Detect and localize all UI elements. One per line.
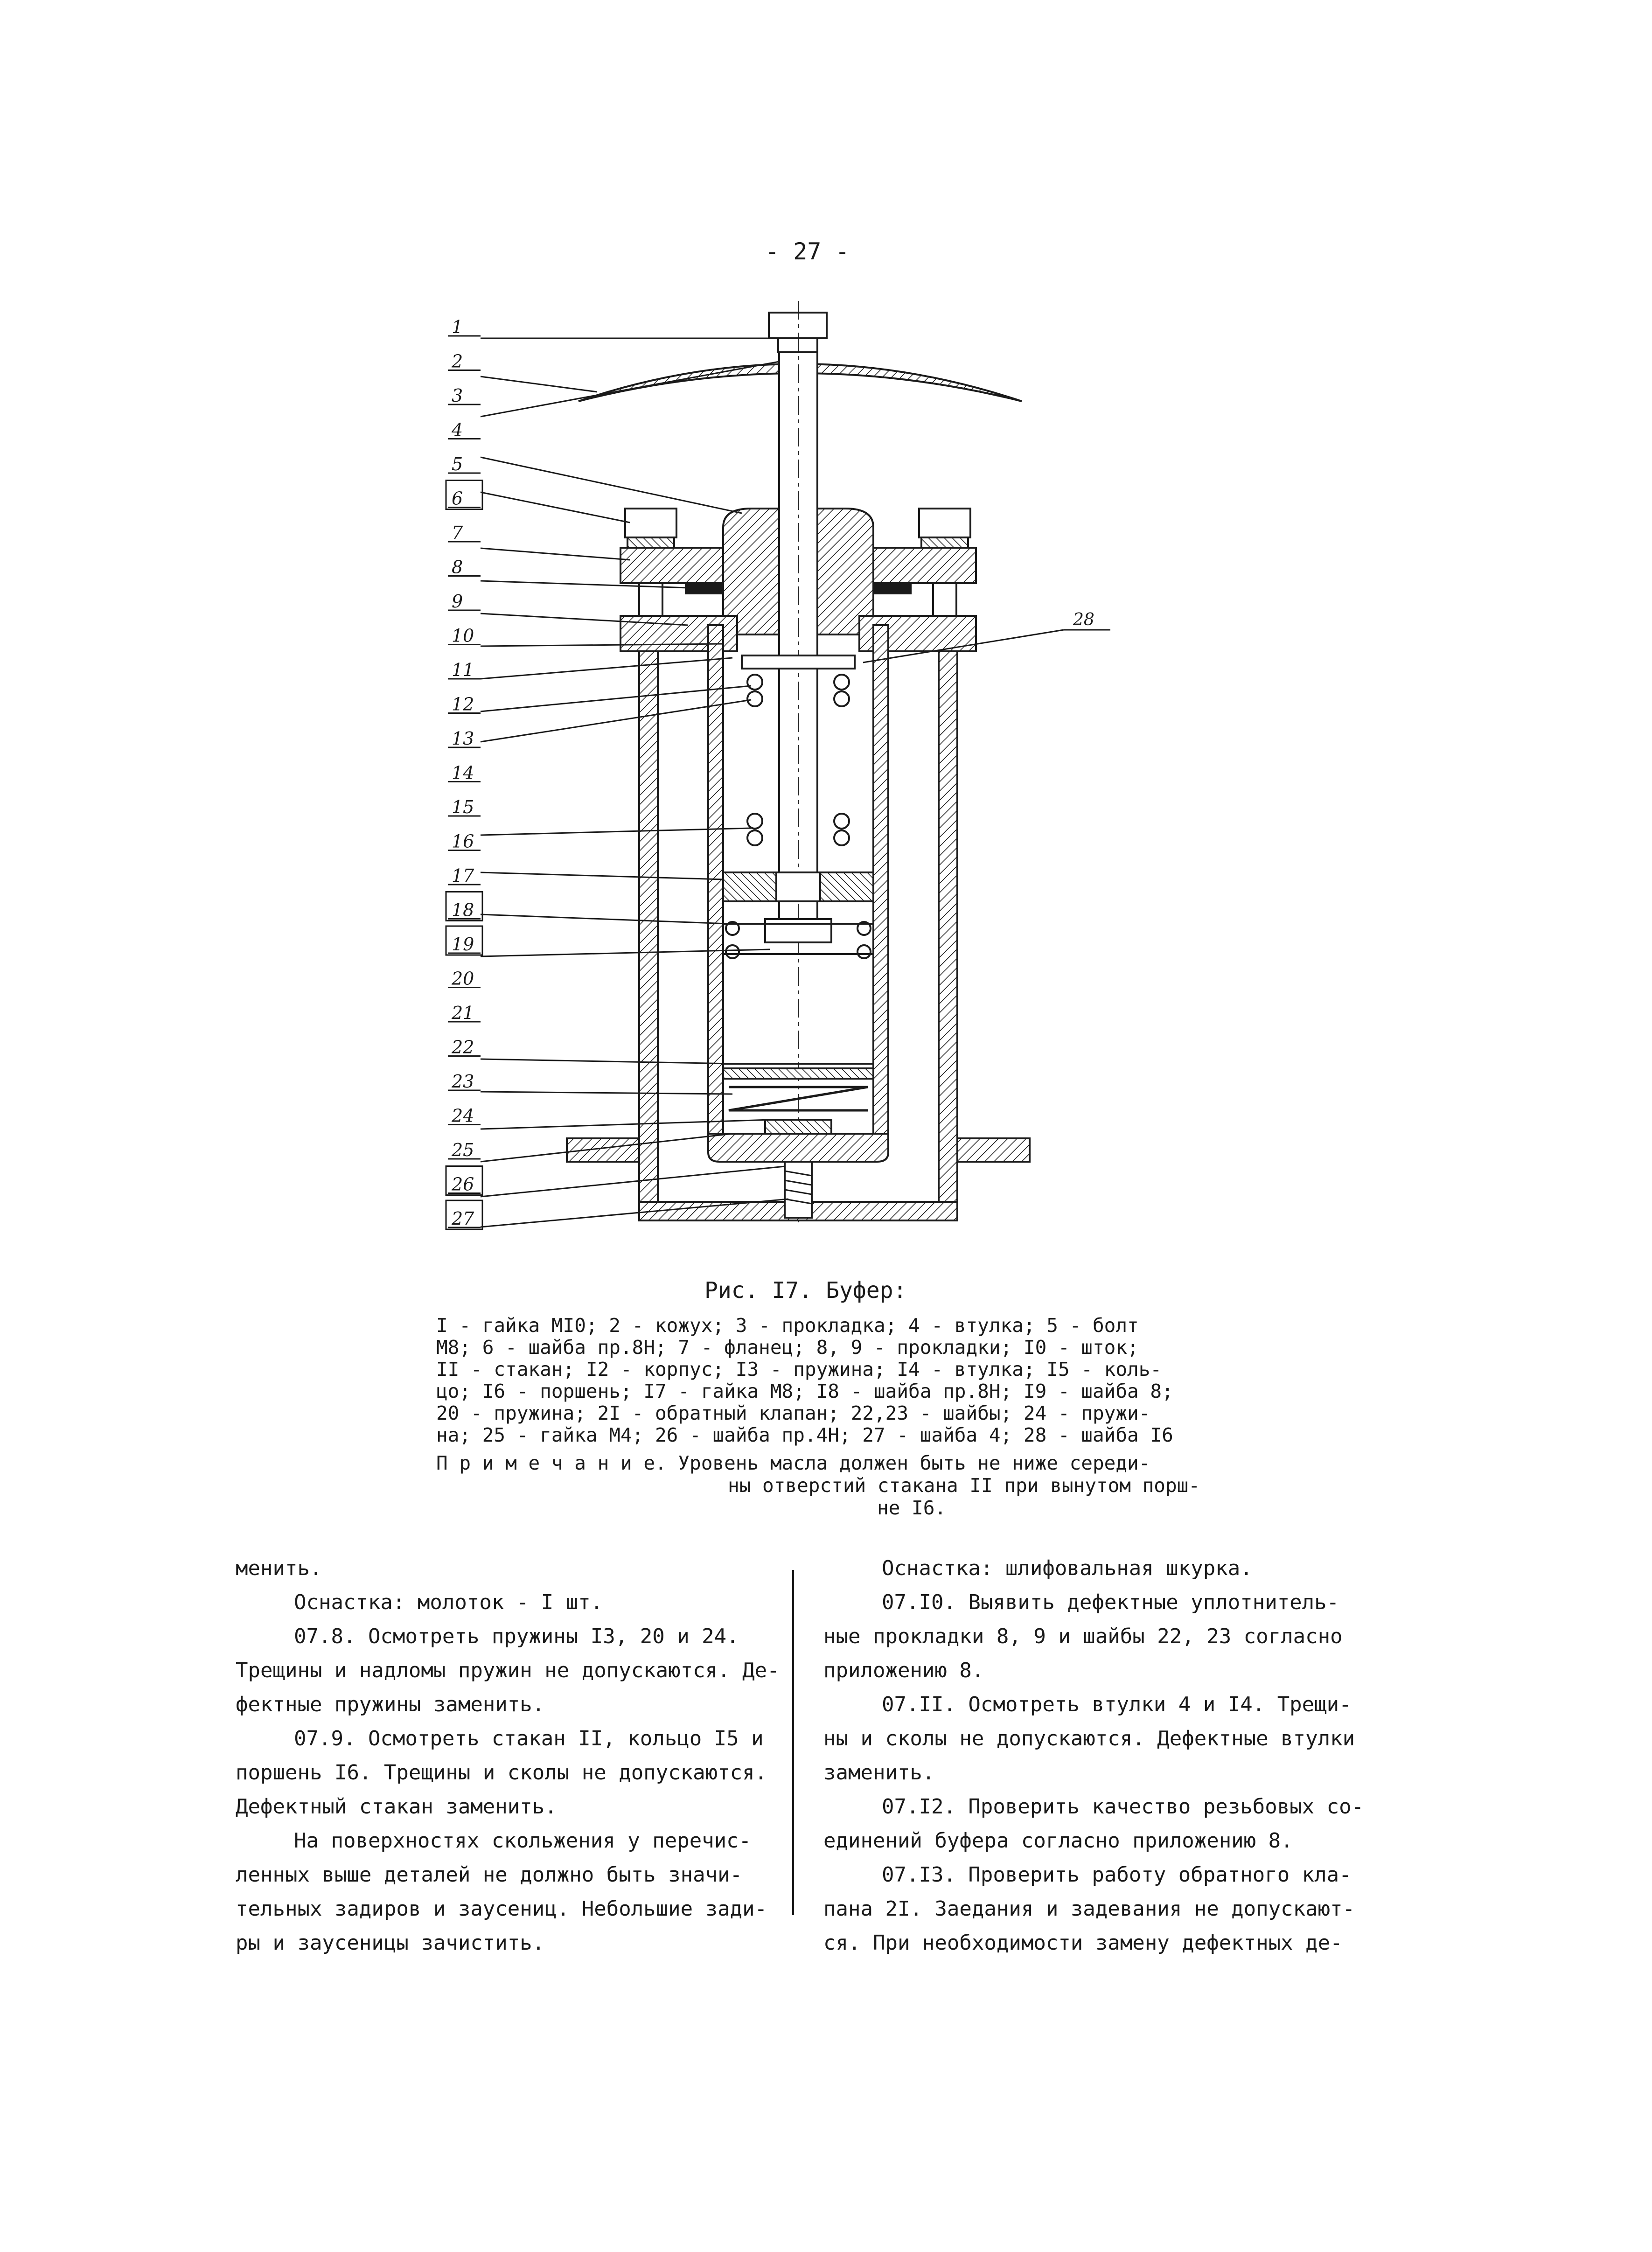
- part-label-28: 28: [1073, 610, 1094, 629]
- paragraph-line: 07.8. Осмотреть пружины I3, 20 и 24.: [294, 1625, 739, 1648]
- paragraph-line: пана 2I. Заедания и задевания не допуска…: [823, 1897, 1355, 1921]
- paragraph-line: 07.I2. Проверить качество резьбовых со-: [882, 1795, 1364, 1819]
- label-box: [445, 925, 483, 956]
- part-label: 18: [452, 900, 474, 920]
- figure-legend: I - гайка MI0; 2 - кожух; 3 - прокладка;…: [436, 1315, 1229, 1446]
- figure-caption-title: Рис. I7. Буфер:: [704, 1277, 907, 1304]
- paragraph-line: ры и заусеницы зачистить.: [236, 1931, 545, 1955]
- part-label: 9: [452, 591, 463, 612]
- note-line: ны отверстий стакана II при вынутом порш…: [728, 1474, 1200, 1497]
- right-text-column: Оснастка: шлифовальная шкурка. 07.I0. Вы…: [823, 1551, 1364, 1960]
- paragraph-line: 07.II. Осмотреть втулки 4 и I4. Трещи-: [882, 1693, 1352, 1716]
- note-line: П р и м е ч а н и е. Уровень масла долже…: [436, 1452, 1150, 1474]
- legend-line: I - гайка MI0; 2 - кожух; 3 - прокладка;…: [436, 1314, 1139, 1337]
- paragraph-line: ные прокладки 8, 9 и шайбы 22, 23 соглас…: [823, 1625, 1343, 1648]
- part-label: 17: [452, 865, 474, 886]
- part-label: 3: [452, 385, 463, 406]
- part-label: 13: [452, 728, 474, 749]
- label-box: [445, 1199, 483, 1230]
- part-label: 5: [452, 454, 463, 474]
- part-label: 23: [451, 1071, 474, 1092]
- part-label: 8: [452, 557, 463, 578]
- part-label: 6: [452, 488, 463, 509]
- paragraph-line: Дефектный стакан заменить.: [236, 1795, 557, 1819]
- paragraph-line: приложению 8.: [823, 1659, 984, 1682]
- part-label: 1: [452, 317, 463, 337]
- label-box: [445, 480, 483, 510]
- label-box: [445, 1165, 483, 1196]
- part-label: 7: [452, 523, 463, 543]
- part-label: 2: [451, 351, 463, 372]
- paragraph-line: поршень I6. Трещины и сколы не допускают…: [236, 1761, 767, 1785]
- paragraph-line: Трещины и надломы пружин не допускаются.…: [236, 1659, 780, 1682]
- part-label: 19: [452, 934, 474, 955]
- legend-line: II - стакан; I2 - корпус; I3 - пружина; …: [436, 1358, 1162, 1380]
- part-label-column: 1234567891011121314151617181920212223242…: [445, 317, 483, 1230]
- paragraph-line: ся. При необходимости замену дефектных д…: [823, 1931, 1343, 1955]
- part-label: 26: [451, 1174, 474, 1195]
- column-divider: [792, 1570, 794, 1915]
- paragraph-line: тельных задиров и заусениц. Небольшие за…: [236, 1897, 767, 1921]
- part-label: 14: [452, 763, 474, 783]
- label-box: [445, 891, 483, 921]
- paragraph-line: ны и сколы не допускаются. Дефектные вту…: [823, 1727, 1355, 1750]
- part-label: 4: [451, 420, 463, 440]
- paragraph-line: 07.I3. Проверить работу обратного кла-: [882, 1863, 1352, 1887]
- part-label: 20: [451, 969, 474, 989]
- paragraph-line: фектные пружины заменить.: [236, 1693, 545, 1716]
- legend-line: на; 25 - гайка M4; 26 - шайба пр.4Н; 27 …: [436, 1424, 1173, 1446]
- buffer-assembly-drawing: 1234567891011121314151617181920212223242…: [445, 301, 1110, 1230]
- paragraph-line: На поверхностях скольжения у перечис-: [294, 1829, 752, 1853]
- paragraph-line: единений буфера согласно приложению 8.: [823, 1829, 1293, 1853]
- page-number: - 27 -: [765, 238, 850, 265]
- paragraph-line: Оснастка: молоток - I шт.: [294, 1590, 603, 1614]
- part-label: 10: [452, 626, 474, 646]
- legend-line: M8; 6 - шайба пр.8Н; 7 - фланец; 8, 9 - …: [436, 1336, 1139, 1359]
- paragraph-line: 07.I0. Выявить дефектные уплотнитель-: [882, 1590, 1339, 1614]
- legend-line: цо; I6 - поршень; I7 - гайка M8; I8 - ша…: [436, 1380, 1173, 1402]
- legend-line: 20 - пружина; 2I - обратный клапан; 22,2…: [436, 1402, 1150, 1424]
- part-label: 27: [451, 1208, 474, 1229]
- note-line: не I6.: [877, 1497, 947, 1519]
- paragraph-line: 07.9. Осмотреть стакан II, кольцо I5 и: [294, 1727, 764, 1750]
- left-text-column: менить. Оснастка: молоток - I шт. 07.8. …: [236, 1551, 780, 1960]
- part-label: 24: [451, 1106, 474, 1126]
- part-label: 21: [451, 1003, 474, 1023]
- paragraph-line: Оснастка: шлифовальная шкурка.: [882, 1556, 1253, 1580]
- paragraph-line: ленных выше деталей не должно быть значи…: [236, 1863, 743, 1887]
- part-label: 25: [451, 1140, 474, 1160]
- part-label: 15: [452, 797, 474, 817]
- paragraph-line: менить.: [236, 1556, 322, 1580]
- part-label: 12: [452, 694, 474, 715]
- part-label: 22: [451, 1037, 474, 1058]
- part-label: 16: [452, 831, 474, 852]
- paragraph-line: заменить.: [823, 1761, 935, 1785]
- part-label: 11: [452, 660, 474, 680]
